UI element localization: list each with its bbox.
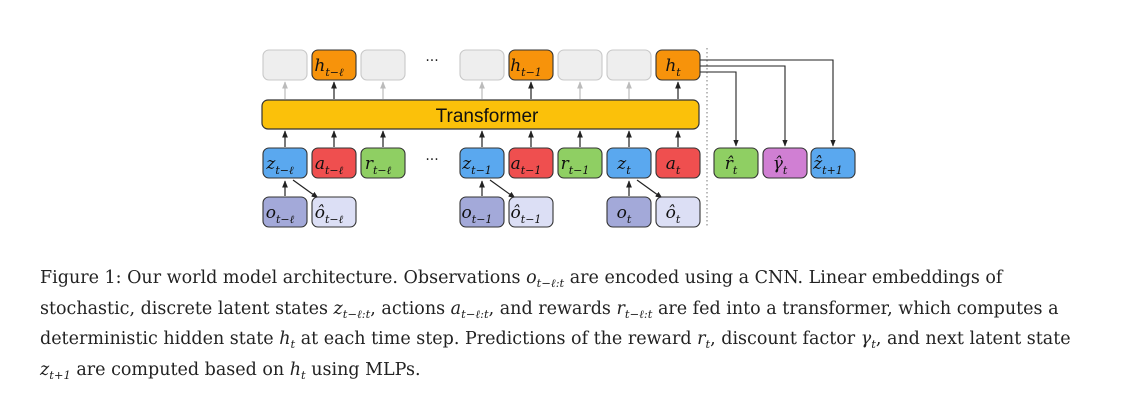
recon-o-t-minus-l-label: ôt−ℓ bbox=[315, 203, 344, 226]
hidden-h-t-label: ht bbox=[665, 56, 681, 79]
reward-r-t-minus-l-label: rt−ℓ bbox=[365, 154, 392, 177]
hidden-empty-1 bbox=[262, 49, 308, 81]
latent-z-t-minus-l: zt−ℓ bbox=[262, 147, 308, 179]
obs-o-t-minus-1: ot−1 bbox=[459, 196, 505, 228]
latent-z-t-minus-l-label: zt−ℓ bbox=[265, 154, 294, 177]
hidden-h-t-minus-1: ht−1 bbox=[508, 49, 554, 81]
action-a-t-label: at bbox=[666, 154, 681, 177]
figure-caption: Figure 1: Our world model architecture. … bbox=[40, 268, 1071, 382]
obs-o-t-minus-l: ot−ℓ bbox=[262, 196, 308, 228]
prediction-reward: r̂t bbox=[713, 147, 759, 179]
transformer-label: Transformer bbox=[436, 106, 539, 127]
architecture-diagram: ht−ℓ ht−1 ht Transformer zt−ℓ at−ℓ rt−ℓ zt−1 a… bbox=[261, 48, 856, 228]
prediction-next-latent: ẑt+1 bbox=[810, 147, 856, 179]
obs-o-t-minus-1-label: ot−1 bbox=[462, 203, 493, 226]
encoder-decoder-arrows bbox=[282, 179, 663, 199]
hidden-empty-4 bbox=[557, 49, 603, 81]
hidden-empty-5 bbox=[606, 49, 652, 81]
ellipsis-hidden: ··· bbox=[425, 53, 438, 69]
recon-o-t-minus-l: ôt−ℓ bbox=[311, 196, 357, 228]
latent-z-t-minus-1: zt−1 bbox=[459, 147, 505, 179]
input-row: zt−ℓ at−ℓ rt−ℓ zt−1 at−1 rt−1 zt at r̂t γ̂t ẑt+1 bbox=[262, 147, 856, 179]
observation-row: ot−ℓ ôt−ℓ ot−1 ôt−1 ot ôt bbox=[262, 196, 701, 228]
action-a-t-minus-l-label: at−ℓ bbox=[315, 154, 344, 177]
recon-o-t-minus-1: ôt−1 bbox=[508, 196, 554, 228]
transformer-block: Transformer bbox=[261, 99, 700, 130]
hidden-state-row: ht−ℓ ht−1 ht bbox=[262, 49, 701, 81]
recon-o-t-minus-1-label: ôt−1 bbox=[511, 203, 542, 226]
recon-o-t-label: ôt bbox=[666, 203, 681, 226]
transformer-output-arrows bbox=[282, 81, 681, 99]
hidden-h-t-minus-l: ht−ℓ bbox=[311, 49, 357, 81]
obs-o-t-minus-l-label: ot−ℓ bbox=[266, 203, 295, 226]
latent-z-t-minus-1-label: zt−1 bbox=[461, 154, 492, 177]
transformer-input-arrows bbox=[282, 130, 681, 147]
obs-o-t-label: ot bbox=[617, 203, 632, 226]
reward-r-t-minus-1-label: rt−1 bbox=[561, 154, 590, 177]
hidden-h-t-minus-1-label: ht−1 bbox=[510, 56, 542, 79]
prediction-next-latent-label: ẑt+1 bbox=[812, 154, 843, 177]
latent-z-t-label: zt bbox=[616, 154, 631, 177]
prediction-arrows bbox=[698, 59, 836, 147]
ellipsis-input: ··· bbox=[425, 152, 438, 168]
action-a-t-minus-1: at−1 bbox=[508, 147, 554, 179]
latent-z-t: zt bbox=[606, 147, 652, 179]
prediction-discount: γ̂t bbox=[762, 147, 808, 179]
recon-o-t: ôt bbox=[655, 196, 701, 228]
transformer-rect bbox=[261, 99, 700, 130]
hidden-h-t-minus-l-label: ht−ℓ bbox=[314, 56, 344, 79]
action-a-t-minus-1-label: at−1 bbox=[511, 154, 542, 177]
prediction-discount-label: γ̂t bbox=[773, 154, 788, 177]
reward-r-t-minus-l: rt−ℓ bbox=[360, 147, 406, 179]
hidden-h-t: ht bbox=[655, 49, 701, 81]
action-a-t: at bbox=[655, 147, 701, 179]
obs-o-t: ot bbox=[606, 196, 652, 228]
hidden-empty-3 bbox=[459, 49, 505, 81]
action-a-t-minus-l: at−ℓ bbox=[311, 147, 357, 179]
hidden-empty-2 bbox=[360, 49, 406, 81]
prediction-reward-label: r̂t bbox=[725, 154, 738, 177]
reward-r-t-minus-1: rt−1 bbox=[557, 147, 603, 179]
